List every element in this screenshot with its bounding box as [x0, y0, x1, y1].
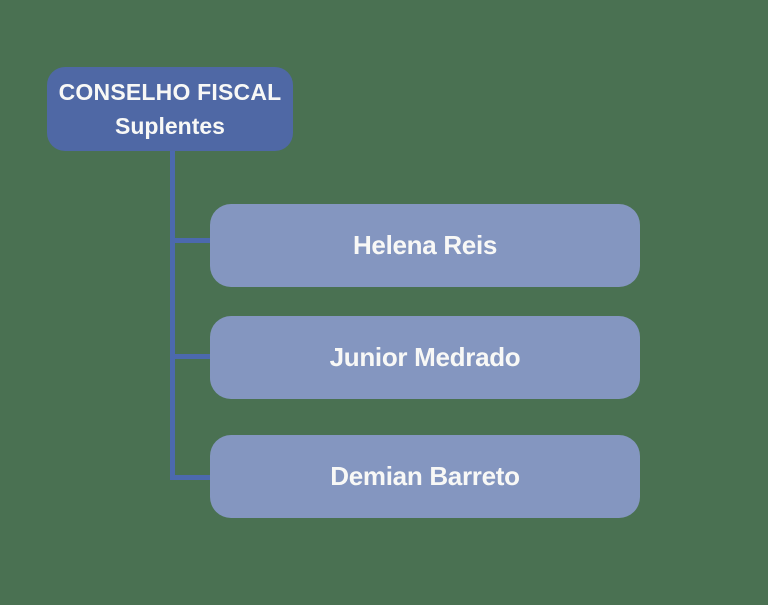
- member-node-junior-medrado: Junior Medrado: [210, 316, 640, 399]
- root-node-conselho-fiscal: CONSELHO FISCAL Suplentes: [47, 67, 293, 151]
- root-node-title: CONSELHO FISCAL: [58, 78, 282, 105]
- member-node-demian-barreto: Demian Barreto: [210, 435, 640, 518]
- member-name: Helena Reis: [352, 230, 498, 260]
- member-name: Demian Barreto: [330, 461, 520, 491]
- connector-branch-2: [170, 354, 212, 359]
- connector-branch-3: [170, 475, 212, 480]
- member-name: Junior Medrado: [329, 342, 521, 372]
- connector-branch-1: [170, 238, 212, 243]
- root-node-subtitle: Suplentes: [115, 113, 225, 139]
- member-node-helena-reis: Helena Reis: [210, 204, 640, 287]
- connector-vertical-line: [170, 151, 175, 480]
